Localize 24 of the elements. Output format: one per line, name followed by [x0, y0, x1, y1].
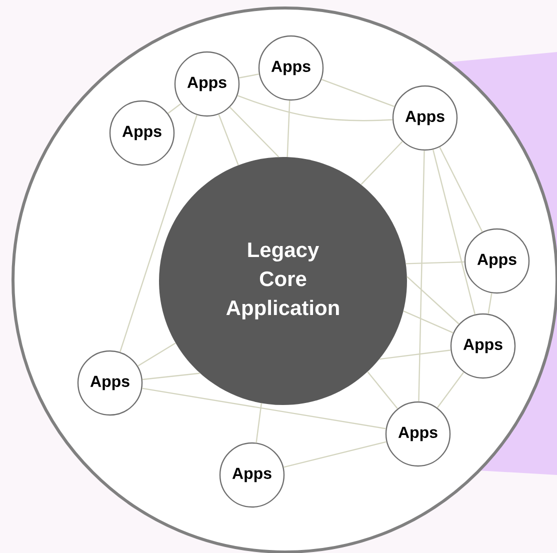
connector-line [406, 276, 460, 324]
connector-line [229, 106, 280, 158]
connector-line [218, 114, 239, 166]
connector-line [403, 310, 454, 334]
connector-line [286, 100, 290, 157]
connector-line [321, 78, 395, 108]
connector-line [256, 403, 262, 443]
connector-line [120, 114, 198, 352]
connector-line [168, 103, 182, 114]
connector-line [432, 149, 476, 315]
connector-line [284, 441, 386, 468]
connector-line [488, 293, 492, 314]
connector-line [406, 261, 464, 264]
connector-line [360, 141, 403, 185]
connector-line [238, 74, 260, 78]
connector-line [436, 372, 464, 408]
connector-line [142, 388, 386, 430]
connector-line [379, 350, 451, 360]
connector-line [418, 150, 425, 402]
connector-line [138, 342, 176, 367]
connector-line [439, 146, 483, 232]
connector-line [237, 95, 392, 122]
connector-line [142, 372, 200, 380]
connector-line [367, 371, 398, 410]
